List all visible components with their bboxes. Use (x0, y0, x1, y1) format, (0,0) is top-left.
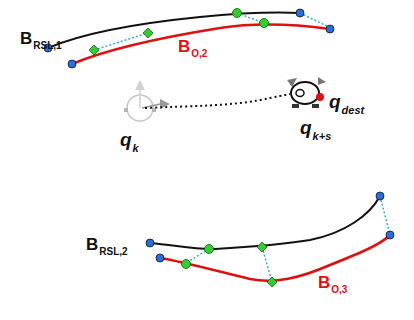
rsl-boundary (150, 196, 380, 249)
green-circle (260, 19, 269, 28)
planned-path (145, 94, 290, 108)
obstacle-name: B (318, 274, 330, 291)
config-subscript: dest (342, 105, 365, 116)
boundary-subscript: RSL,1 (33, 41, 61, 51)
config-name: q (300, 118, 312, 137)
green-diamond (267, 277, 277, 287)
green-circle (233, 9, 242, 18)
config-name: q (329, 92, 341, 111)
boundary-name: B (86, 236, 98, 253)
destination-dot (316, 93, 324, 101)
end-point (68, 60, 76, 68)
obstacle-subscript: O,2 (191, 49, 207, 59)
end-point (376, 192, 384, 200)
obstacle-name: B (178, 38, 190, 55)
config-name: q (120, 130, 132, 149)
obstacle-boundary (160, 235, 390, 281)
boundary-name: B (20, 30, 32, 47)
config-subscript: k (133, 143, 139, 154)
green-diamond (89, 45, 99, 55)
boundary-subscript: RSL,2 (99, 247, 127, 257)
obstacle-subscript: O,3 (331, 285, 347, 295)
link-line (262, 247, 272, 282)
end-point (156, 254, 164, 262)
end-point (326, 25, 334, 33)
link-line (380, 196, 390, 235)
end-point (146, 239, 154, 247)
link-line (300, 13, 329, 27)
end-point (296, 9, 304, 17)
robot-current (287, 77, 326, 108)
link-line (94, 33, 148, 50)
config-subscript: k+s (313, 131, 332, 142)
green-diamond (257, 242, 267, 252)
robot-start (126, 80, 154, 121)
rsl-boundary (48, 13, 300, 48)
green-circle (205, 245, 214, 254)
green-circle (182, 260, 191, 269)
obstacle-boundary (72, 25, 330, 64)
green-diamond (143, 28, 153, 38)
end-point (386, 231, 394, 239)
